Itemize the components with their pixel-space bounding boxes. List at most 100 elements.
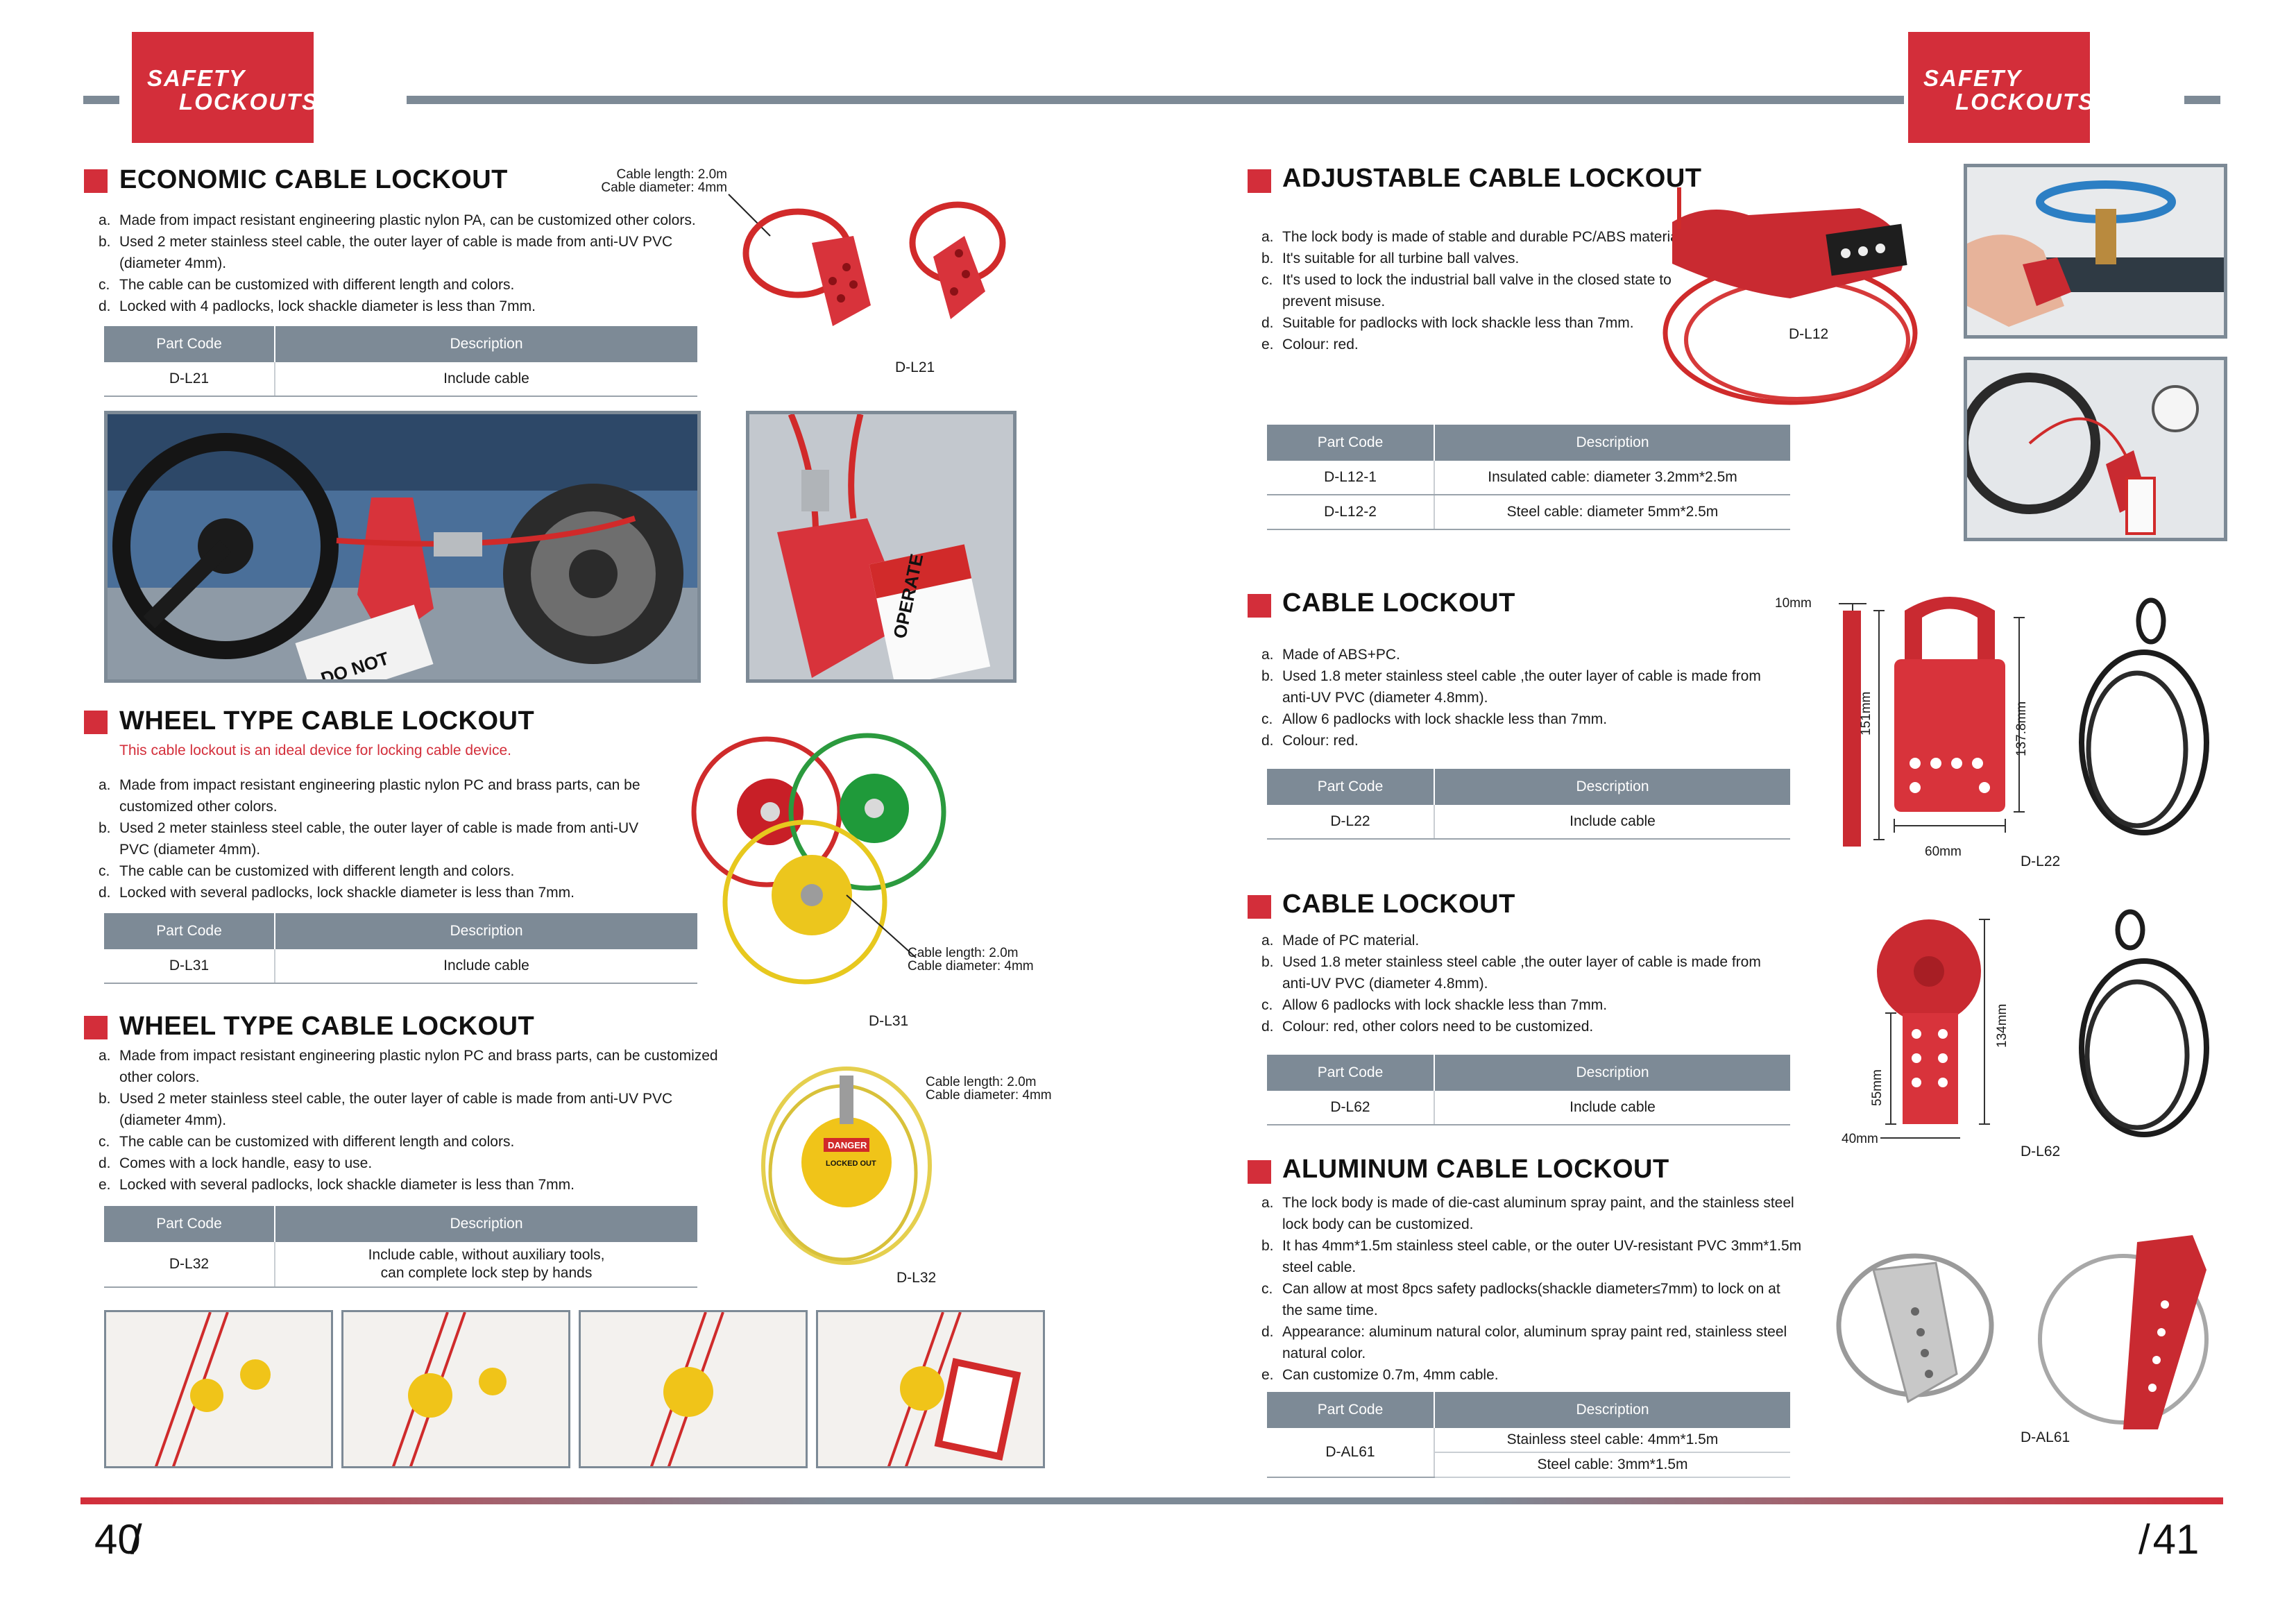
table-header: Part Code (104, 326, 275, 362)
dimension-134mm: 134mm (1995, 1003, 2009, 1048)
brand-line2: LOCKOUTS (179, 89, 319, 114)
table-header: Description (275, 1206, 697, 1242)
list-item: a.Made from impact resistant engineering… (99, 212, 696, 228)
section-marker (1248, 169, 1271, 193)
feature-list-cable-1: a.Made of ABS+PC. b.Used 1.8 meter stain… (1261, 644, 1761, 751)
section-title-wheel-2: WHEEL TYPE CABLE LOCKOUT (119, 1012, 535, 1041)
section-marker (1248, 1160, 1271, 1184)
cable-spec-wheel-1: Cable length: 2.0m Cable diameter: 4mm (908, 946, 1034, 974)
product-image-dl31 (691, 733, 946, 985)
photo-step-3 (579, 1310, 808, 1468)
list-item: a.Made from impact resistant engineering… (99, 1048, 718, 1085)
section-marker (84, 711, 108, 734)
photo-step-2 (341, 1310, 570, 1468)
cable-spec-economic: Cable length: 2.0m Cable diameter: 4mm (601, 167, 727, 195)
section-title-economic: ECONOMIC CABLE LOCKOUT (119, 165, 508, 194)
section-title-aluminum: ALUMINUM CABLE LOCKOUT (1282, 1155, 1669, 1184)
product-code-dl22: D-L22 (2021, 853, 2061, 869)
footer-gradient-rule (80, 1497, 2223, 1504)
tag-danger-text: DANGER (828, 1140, 867, 1150)
list-item: b.Used 2 meter stainless steel cable, th… (99, 820, 639, 858)
product-image-dl12 (1663, 187, 1918, 405)
section-marker (84, 1016, 108, 1039)
section-note: This cable lockout is an ideal device fo… (119, 742, 511, 758)
product-code-dl31: D-L31 (869, 1013, 909, 1029)
table-header: Description (275, 913, 697, 949)
table-header: Part Code (104, 913, 275, 949)
product-image-dl62 (1877, 909, 2209, 1139)
header-rule-right-short (2184, 96, 2220, 104)
section-title-wheel-1: WHEEL TYPE CABLE LOCKOUT (119, 706, 535, 736)
list-item: c.Can allow at most 8pcs safety padlocks… (1261, 1281, 1780, 1318)
section-marker (84, 169, 108, 193)
list-item: a.Made of ABS+PC. (1261, 647, 1400, 663)
section-marker (1248, 895, 1271, 919)
brand-line2: LOCKOUTS (1955, 89, 2095, 114)
table-header: Part Code (104, 1206, 275, 1242)
cable-spec-wheel-2: Cable length: 2.0m Cable diameter: 4mm (926, 1075, 1052, 1103)
product-image-dal61 (1836, 1235, 2209, 1429)
section-title-cable-1: CABLE LOCKOUT (1282, 588, 1515, 618)
list-item: c.The cable can be customized with diffe… (99, 1134, 515, 1150)
dimension-137mm: 137.8mm (2014, 701, 2029, 756)
product-code-dl21: D-L21 (895, 359, 935, 375)
list-item: b.Used 1.8 meter stainless steel cable ,… (1261, 954, 1761, 992)
list-item: a.The lock body is made of die-cast alum… (1261, 1195, 1794, 1232)
section-title-cable-2: CABLE LOCKOUT (1282, 890, 1515, 919)
feature-list-adjustable: a.The lock body is made of stable and du… (1261, 226, 1692, 355)
table-header: Part Code (1267, 1392, 1435, 1428)
section-title-adjustable: ADJUSTABLE CABLE LOCKOUT (1282, 164, 1702, 193)
product-code-dl62: D-L62 (2021, 1144, 2061, 1159)
list-item: a.Made of PC material. (1261, 933, 1420, 949)
list-item: e.Locked with several padlocks, lock sha… (99, 1177, 575, 1193)
header-rule-left-short (83, 96, 119, 104)
brand-line1: SAFETY (147, 65, 246, 91)
page-number-right: /41 (2138, 1516, 2200, 1563)
tag-locked-text: LOCKED OUT (826, 1159, 876, 1168)
dimension-60mm: 60mm (1925, 844, 1962, 859)
dimension-40mm: 40mm (1842, 1132, 1878, 1146)
list-item: d.Locked with 4 padlocks, lock shackle d… (99, 298, 536, 314)
list-item: d.Appearance: aluminum natural color, al… (1261, 1324, 1787, 1361)
brand-line1: SAFETY (1923, 65, 2023, 91)
list-item: c.It's used to lock the industrial ball … (1261, 272, 1672, 309)
product-code-dal61: D-AL61 (2021, 1429, 2070, 1445)
list-item: e.Colour: red. (1261, 337, 1359, 352)
product-image-dl22 (1839, 597, 2209, 847)
list-item: a.The lock body is made of stable and du… (1261, 229, 1686, 245)
dimension-55mm: 55mm (1870, 1069, 1885, 1106)
product-code-dl32: D-L32 (896, 1270, 937, 1286)
feature-list-cable-2: a.Made of PC material. b.Used 1.8 meter … (1261, 930, 1761, 1037)
list-item: c.The cable can be customized with diffe… (99, 863, 515, 879)
section-marker (1248, 594, 1271, 618)
photo-step-4 (816, 1310, 1045, 1468)
list-item: b.Used 1.8 meter stainless steel cable ,… (1261, 668, 1761, 706)
photo-step-1 (104, 1310, 333, 1468)
product-code-dl12: D-L12 (1789, 326, 1829, 342)
list-item: c.Allow 6 padlocks with lock shackle les… (1261, 711, 1608, 727)
dimension-10mm: 10mm (1775, 596, 1812, 611)
photo-lockout-tag: OPERATE (746, 411, 1017, 683)
list-item: d.Comes with a lock handle, easy to use. (99, 1155, 373, 1171)
list-item: c.The cable can be customized with diffe… (99, 277, 515, 293)
list-item: e.Can customize 0.7m, 4mm cable. (1261, 1367, 1499, 1383)
feature-list-wheel-2: a.Made from impact resistant engineering… (99, 1045, 723, 1196)
photo-application-wheels: DO NOT (104, 411, 701, 683)
list-item: b.Used 2 meter stainless steel cable, th… (99, 234, 673, 271)
photo-ball-valve (1964, 357, 2227, 541)
